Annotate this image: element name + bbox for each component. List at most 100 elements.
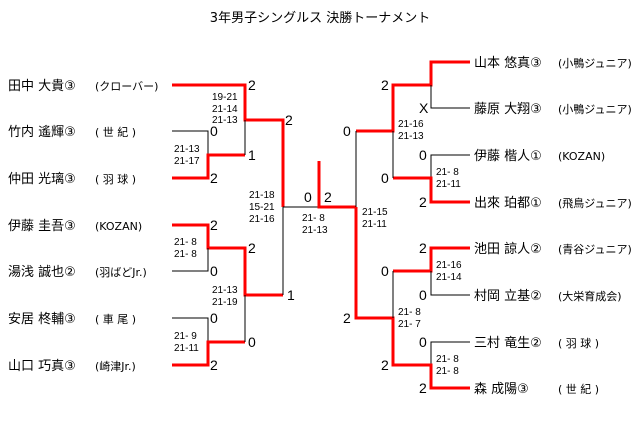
game-score: 21-13	[302, 225, 328, 236]
match-score: 2	[210, 217, 218, 233]
player-club: (クローバー)	[95, 80, 158, 93]
player-club: ( 羽 球 )	[95, 172, 136, 186]
player-name: 山本 悠真③	[474, 56, 542, 71]
game-score: 21-17	[174, 156, 200, 167]
game-score: 21-14	[436, 272, 462, 283]
game-score: 21- 8	[174, 237, 197, 248]
player-name: 伊藤 楷人①	[474, 149, 542, 164]
player-name: 伊藤 圭吾③	[8, 219, 76, 234]
player-club: (小鴨ジュニア)	[558, 56, 632, 70]
player-name: 安居 柊輔③	[8, 311, 76, 327]
game-score: 21- 7	[398, 319, 421, 330]
game-score: 21- 8	[436, 167, 459, 178]
game-score: 21-15	[362, 207, 388, 218]
match-score: 2	[343, 310, 351, 326]
game-score: 21-13	[212, 115, 238, 126]
game-score: 21-14	[212, 104, 238, 115]
winner-path	[172, 223, 283, 297]
winner-path	[356, 60, 470, 133]
right-bracket-lines	[354, 60, 470, 390]
game-score: 21-18	[249, 190, 275, 201]
match-score: 1	[248, 147, 256, 163]
match-score: 0	[210, 123, 218, 139]
final-score-left: 0	[304, 189, 312, 205]
player-name: 出來 珀都①	[474, 196, 542, 211]
game-score: 21- 9	[174, 331, 197, 342]
match-score: 2	[419, 240, 427, 256]
match-score: 2	[285, 112, 293, 128]
player-name: 三村 竜生②	[474, 336, 542, 351]
match-score: 2	[381, 357, 389, 373]
bracket-line	[430, 85, 470, 109]
right-players: 山本 悠真③ (小鴨ジュニア) 藤原 大翔③ (小鴨ジュニア) 伊藤 楷人① (…	[474, 56, 632, 397]
game-score: 21-13	[174, 144, 200, 155]
match-score: 0	[381, 263, 389, 279]
winner-path	[172, 153, 245, 180]
match-score: 2	[210, 357, 218, 373]
game-score: 21-13	[398, 131, 424, 142]
winner-path	[393, 176, 470, 204]
left-bracket-lines	[172, 83, 319, 367]
winner-path	[393, 246, 470, 273]
game-score: 21-19	[212, 297, 238, 308]
game-score: 19-21	[212, 92, 238, 103]
player-name: 山口 巧真③	[8, 359, 76, 374]
match-score: 1	[287, 287, 295, 303]
bracket-line	[430, 271, 470, 296]
bracket-line	[430, 154, 470, 178]
player-name: 田中 大貴③	[8, 79, 76, 94]
game-score: 15-21	[249, 202, 275, 213]
game-score: 21-16	[436, 260, 462, 271]
left-players: 田中 大貴③ (クローバー) 竹内 遙輝③ ( 世 紀 ) 仲田 光璃③ ( 羽…	[8, 79, 158, 374]
player-club: ( 羽 球 )	[558, 336, 599, 350]
player-name: 村岡 立基②	[474, 289, 542, 304]
game-score: 21-16	[249, 214, 275, 225]
final-scores: 0 2 21- 8 21-13	[302, 189, 332, 236]
champion-line	[317, 161, 356, 209]
match-score: 0	[343, 123, 351, 139]
game-score: 21-13	[212, 285, 238, 296]
match-score: 0	[381, 170, 389, 186]
player-name: 仲田 光璃③	[8, 172, 76, 187]
match-score: 0	[419, 147, 427, 163]
player-name: 森 成陽③	[474, 382, 529, 397]
match-score: 0	[210, 263, 218, 279]
page-title: 3年男子シングルス 決勝トーナメント	[210, 11, 430, 26]
bracket-line	[172, 130, 209, 155]
player-club: (大栄育成会)	[558, 289, 622, 303]
player-club: ( 車 尾 )	[95, 312, 136, 326]
match-score: X	[419, 100, 429, 116]
player-club: ( 世 紀 )	[95, 126, 136, 139]
winner-path	[354, 207, 470, 390]
bracket-line	[430, 341, 470, 365]
game-score: 21- 8	[302, 213, 325, 224]
game-score: 21-11	[362, 219, 387, 230]
player-club: (KOZAN)	[558, 150, 605, 163]
player-name: 池田 諒人②	[474, 242, 542, 257]
player-name: 藤原 大翔③	[474, 102, 542, 117]
game-score: 21-11	[436, 179, 461, 190]
left-scores: 0 2 21-13 21-17 2 1 19-21 21-14 21-13 2 …	[174, 77, 295, 373]
match-score: 2	[248, 240, 256, 256]
player-club: ( 世 紀 )	[558, 383, 599, 396]
match-score: 0	[419, 287, 427, 303]
player-club: (羽ばどJr.)	[95, 266, 147, 279]
game-score: 21- 8	[436, 354, 459, 365]
final-score-right: 2	[324, 189, 332, 205]
match-score: 0	[210, 310, 218, 326]
player-club: (KOZAN)	[95, 220, 142, 233]
bracket-line	[172, 248, 209, 272]
player-name: 湯浅 誠也②	[8, 265, 76, 280]
right-scores: X 0 2 21- 8 21-11 2 0 21-16 21-13 2 0 21…	[343, 77, 462, 396]
match-score: 2	[419, 194, 427, 210]
game-score: 21- 8	[436, 366, 459, 377]
player-name: 竹内 遙輝③	[8, 124, 76, 140]
match-score: 2	[419, 380, 427, 396]
match-score: 2	[248, 77, 256, 93]
game-score: 21-11	[174, 343, 199, 354]
game-score: 21- 8	[398, 307, 421, 318]
game-score: 21- 8	[174, 249, 197, 260]
match-score: 0	[419, 334, 427, 350]
match-score: 2	[381, 77, 389, 93]
